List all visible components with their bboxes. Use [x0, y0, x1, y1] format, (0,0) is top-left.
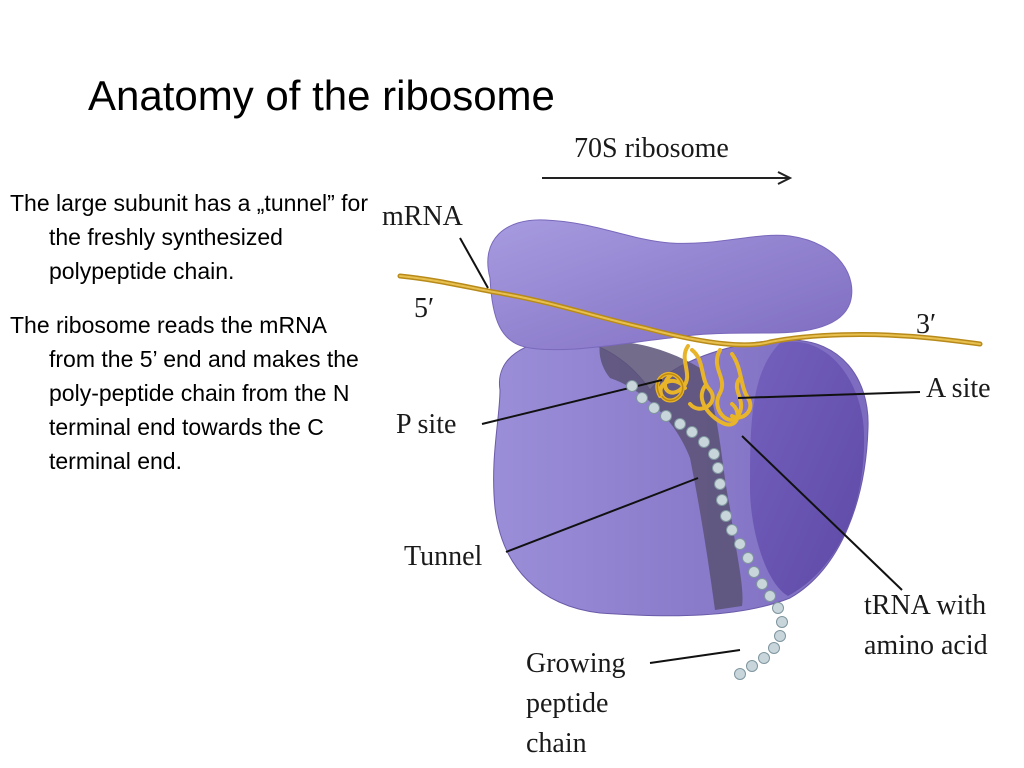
peptide-bead: [756, 578, 768, 590]
peptide-bead: [746, 660, 758, 672]
peptide-bead: [758, 652, 770, 664]
peptide-bead: [774, 630, 786, 642]
peptide-bead: [636, 392, 648, 404]
three-prime-label: 3′: [916, 309, 937, 340]
bullet-tunnel: The large subunit has a „tunnel” for the…: [10, 190, 368, 284]
peptide-bead: [648, 402, 660, 414]
peptide-bead: [720, 510, 732, 522]
peptide-bead: [748, 566, 760, 578]
mrna-highlight: [399, 275, 981, 346]
tunnel-leader: [505, 477, 699, 553]
peptide-bead: [626, 380, 638, 392]
peptide-bead: [674, 418, 686, 430]
p-site-label: P site: [396, 409, 457, 440]
peptide-bead: [716, 494, 728, 506]
large-subunit-right-lobe: [750, 341, 865, 596]
mrna-label: mRNA: [382, 201, 463, 232]
ribosome-figure: 70S ribosome mRNA 5′ 3′ A site P site Tu…: [370, 128, 1024, 768]
ribosome-illustration: [397, 171, 983, 680]
a-site-leader: [737, 391, 921, 399]
peptide-bead: [712, 462, 724, 474]
peptide-bead: [764, 590, 776, 602]
peptide-bead: [686, 426, 698, 438]
small-subunit: [487, 219, 853, 351]
peptide-bead: [698, 436, 710, 448]
trna-label-line1: tRNA with: [864, 590, 987, 621]
bullet-reading-direction: The ribosome reads the mRNA from the 5’ …: [10, 312, 359, 474]
tunnel-label: Tunnel: [404, 541, 483, 572]
peptide-label-line2: peptide: [526, 688, 609, 719]
peptide-bead: [714, 478, 726, 490]
peptide-bead: [734, 538, 746, 550]
peptide-bead: [660, 410, 672, 422]
peptide-bead: [776, 616, 788, 628]
bullet-list: The large subunit has a „tunnel” for the…: [10, 186, 368, 498]
peptide-bead: [768, 642, 780, 654]
slide-title: Anatomy of the ribosome: [88, 72, 555, 119]
header-arrow-head: [777, 171, 793, 185]
peptide-bead: [772, 602, 784, 614]
peptide-bead: [726, 524, 738, 536]
trna-leader: [741, 435, 903, 591]
peptide-bead: [742, 552, 754, 564]
trna-p-site-shading: [656, 373, 684, 402]
peptide-label-line1: Growing: [526, 648, 626, 679]
five-prime-label: 5′: [414, 293, 435, 324]
mrna-leader: [459, 237, 489, 289]
a-site-label: A site: [926, 373, 991, 404]
peptide-leader: [649, 649, 741, 664]
peptide-bead: [734, 668, 746, 680]
trna-label: tRNA with amino acid: [864, 586, 988, 666]
trna-label-line2: amino acid: [864, 630, 988, 661]
figure-header: 70S ribosome: [574, 133, 729, 164]
peptide-bead: [708, 448, 720, 460]
growing-peptide-chain: [626, 380, 788, 680]
peptide-label: Growing peptide chain: [526, 644, 626, 764]
peptide-label-line3: chain: [526, 728, 587, 759]
